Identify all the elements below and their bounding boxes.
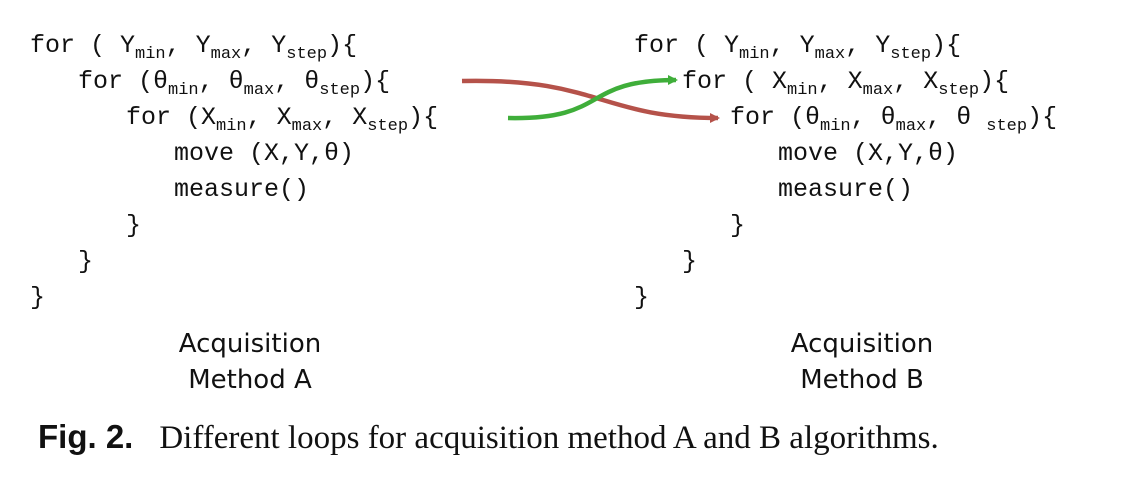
- code-text: move (X,Y,θ): [174, 139, 355, 168]
- method-b-line-x-loop: for ( Xmin, Xmax, Xstep){: [682, 64, 1009, 100]
- code-text: for ( X: [682, 67, 788, 96]
- method-a-line-measure: measure(): [174, 172, 309, 208]
- method-b-line-close-inner: }: [730, 208, 745, 244]
- figure-caption-text: Different loops for acquisition method A…: [159, 420, 939, 456]
- method-b-label-line2: Method B: [800, 365, 924, 395]
- code-subscript: step: [286, 45, 328, 64]
- code-subscript: step: [890, 45, 932, 64]
- code-text: , X: [322, 103, 368, 132]
- method-a-line-theta-loop: for (θmin, θmax, θstep){: [78, 64, 390, 100]
- method-b-line-theta-loop: for (θmin, θmax, θ step){: [730, 100, 1057, 136]
- code-subscript: max: [814, 45, 846, 64]
- code-subscript: min: [787, 81, 818, 100]
- code-subscript: max: [291, 117, 323, 136]
- code-text: ){: [327, 31, 358, 60]
- code-text: ){: [1027, 103, 1058, 132]
- method-b-code-block: for ( Ymin, Ymax, Ystep){ for ( Xmin, Xm…: [634, 28, 1148, 318]
- figure-number: Fig. 2.: [38, 418, 134, 455]
- code-text: , X: [817, 67, 863, 96]
- method-b-line-measure: measure(): [778, 172, 913, 208]
- code-subscript: step: [319, 81, 361, 100]
- code-subscript: min: [135, 45, 166, 64]
- code-text: , Y: [165, 31, 211, 60]
- figure-caption: Fig. 2. Different loops for acquisition m…: [38, 418, 939, 457]
- code-text: measure(): [174, 175, 310, 204]
- code-text: for (θ: [730, 103, 821, 132]
- code-subscript: min: [820, 117, 851, 136]
- code-text: for ( Y: [634, 31, 740, 60]
- code-text: }: [730, 211, 746, 240]
- code-subscript: min: [168, 81, 199, 100]
- code-text: }: [126, 211, 142, 240]
- code-subscript: min: [739, 45, 770, 64]
- code-text: }: [30, 283, 46, 312]
- code-text: ){: [360, 67, 391, 96]
- method-b-line-y-loop: for ( Ymin, Ymax, Ystep){: [634, 28, 961, 64]
- method-b-label: Acquisition Method B: [742, 326, 982, 398]
- code-text: move (X,Y,θ): [778, 139, 959, 168]
- code-text: }: [682, 247, 698, 276]
- code-text: , X: [893, 67, 939, 96]
- code-text: , θ: [850, 103, 896, 132]
- code-subscript: step: [986, 117, 1028, 136]
- method-a-line-move: move (X,Y,θ): [174, 136, 354, 172]
- code-subscript: max: [243, 81, 275, 100]
- code-text: , X: [246, 103, 292, 132]
- code-text: , Y: [769, 31, 815, 60]
- code-text: for (θ: [78, 67, 169, 96]
- code-text: , Y: [241, 31, 287, 60]
- code-text: ){: [931, 31, 962, 60]
- code-subscript: max: [895, 117, 927, 136]
- method-a-line-y-loop: for ( Ymin, Ymax, Ystep){: [30, 28, 357, 64]
- code-subscript: step: [367, 117, 409, 136]
- method-a-label: Acquisition Method A: [130, 326, 370, 398]
- code-text: }: [634, 283, 650, 312]
- code-subscript: min: [216, 117, 247, 136]
- theta-loop-arrow: [461, 78, 720, 123]
- method-a-line-close-inner: }: [126, 208, 141, 244]
- code-text: , Y: [845, 31, 891, 60]
- code-text: , θ: [274, 67, 320, 96]
- code-text: ){: [979, 67, 1010, 96]
- method-a-label-line1: Acquisition: [178, 329, 322, 359]
- code-text: measure(): [778, 175, 914, 204]
- code-text: ){: [408, 103, 439, 132]
- code-text: for ( Y: [30, 31, 136, 60]
- x-loop-arrow: [507, 75, 678, 121]
- code-text: }: [78, 247, 94, 276]
- method-a-label-line2: Method A: [188, 365, 312, 395]
- code-text: , θ: [198, 67, 244, 96]
- code-text: for (X: [126, 103, 217, 132]
- method-a-line-close-middle: }: [78, 244, 93, 280]
- method-a-line-x-loop: for (Xmin, Xmax, Xstep){: [126, 100, 438, 136]
- method-a-line-close-outer: }: [30, 280, 45, 316]
- code-subscript: step: [938, 81, 980, 100]
- method-b-line-close-middle: }: [682, 244, 697, 280]
- code-subscript: max: [210, 45, 242, 64]
- code-text: , θ: [926, 103, 987, 132]
- method-b-line-move: move (X,Y,θ): [778, 136, 958, 172]
- method-a-code-block: for ( Ymin, Ymax, Ystep){ for (θmin, θma…: [30, 28, 530, 318]
- method-b-line-close-outer: }: [634, 280, 649, 316]
- method-b-label-line1: Acquisition: [790, 329, 934, 359]
- code-subscript: max: [862, 81, 894, 100]
